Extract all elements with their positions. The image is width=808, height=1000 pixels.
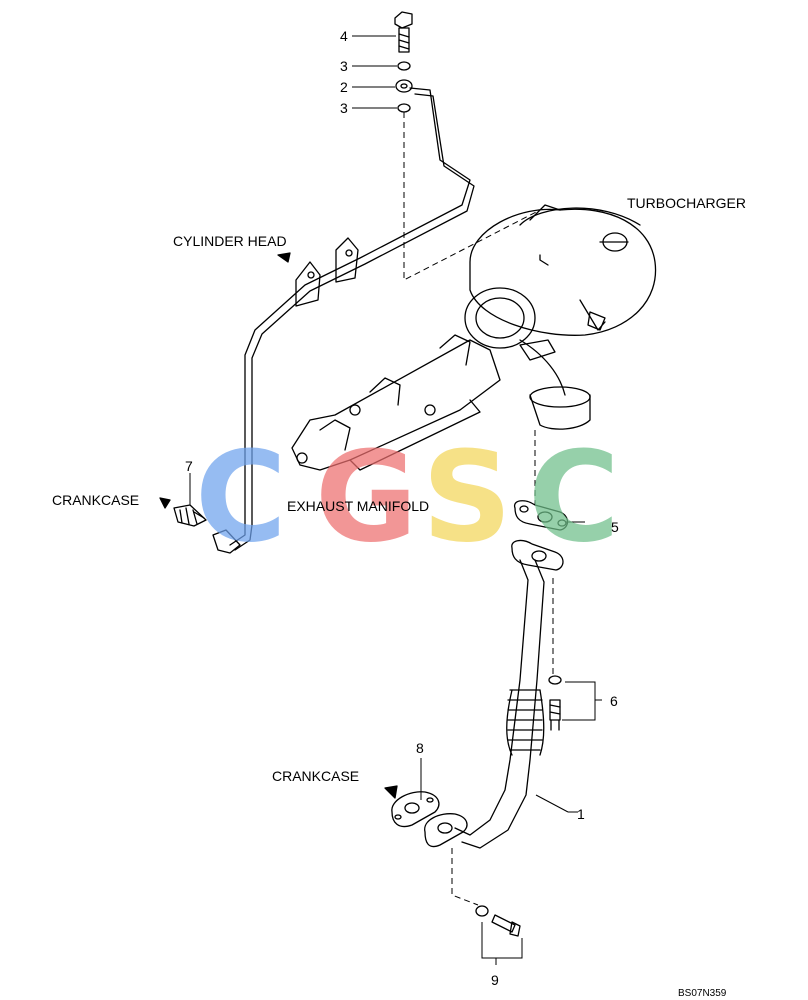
watermark-letter-1: C xyxy=(195,425,287,570)
callout-3a: 3 xyxy=(340,58,348,74)
part-3-washer-upper xyxy=(397,61,411,71)
part-3-washer-lower xyxy=(397,103,411,113)
watermark-letter-3: S xyxy=(422,425,512,570)
watermark-letter-4: C xyxy=(528,425,620,570)
drawing-code: BS07N359 xyxy=(678,988,727,999)
callout-9: 9 xyxy=(491,972,499,988)
part-7-connector xyxy=(173,504,207,527)
part-6-bolt xyxy=(548,675,562,731)
part-9-bolt xyxy=(475,905,521,937)
turbocharger-drawing xyxy=(464,204,657,430)
crankcase-bottom-arrow xyxy=(384,785,398,799)
label-exhaust-manifold: EXHAUST MANIFOLD xyxy=(287,498,429,514)
callout-7: 7 xyxy=(185,458,193,474)
callout-8: 8 xyxy=(416,740,424,756)
return-pipe-upper-flange xyxy=(511,539,564,571)
return-pipe-lower-flange xyxy=(424,813,468,848)
crankcase-top-arrow xyxy=(159,497,171,509)
part-8-gasket xyxy=(391,791,440,828)
label-crankcase-top: CRANKCASE xyxy=(52,492,139,508)
oil-return-pipe xyxy=(454,559,545,849)
callout-2: 2 xyxy=(340,79,348,95)
label-turbocharger: TURBOCHARGER xyxy=(627,195,746,211)
exhaust-manifold-drawing xyxy=(291,334,501,471)
cylinder-head-arrow xyxy=(277,252,291,263)
callout-6: 6 xyxy=(610,693,618,709)
watermark: C G S C xyxy=(195,425,620,570)
label-crankcase-bottom: CRANKCASE xyxy=(272,768,359,784)
callout-1: 1 xyxy=(577,806,585,822)
part-4-bolt xyxy=(394,11,413,53)
part-2-banjo-eye xyxy=(395,79,413,93)
callout-4: 4 xyxy=(340,28,348,44)
label-cylinder-head: CYLINDER HEAD xyxy=(173,233,287,249)
callout-5: 5 xyxy=(611,519,619,535)
callout-3b: 3 xyxy=(340,100,348,116)
watermark-letter-2: G xyxy=(315,425,418,570)
oil-feed-pipe xyxy=(212,87,475,554)
